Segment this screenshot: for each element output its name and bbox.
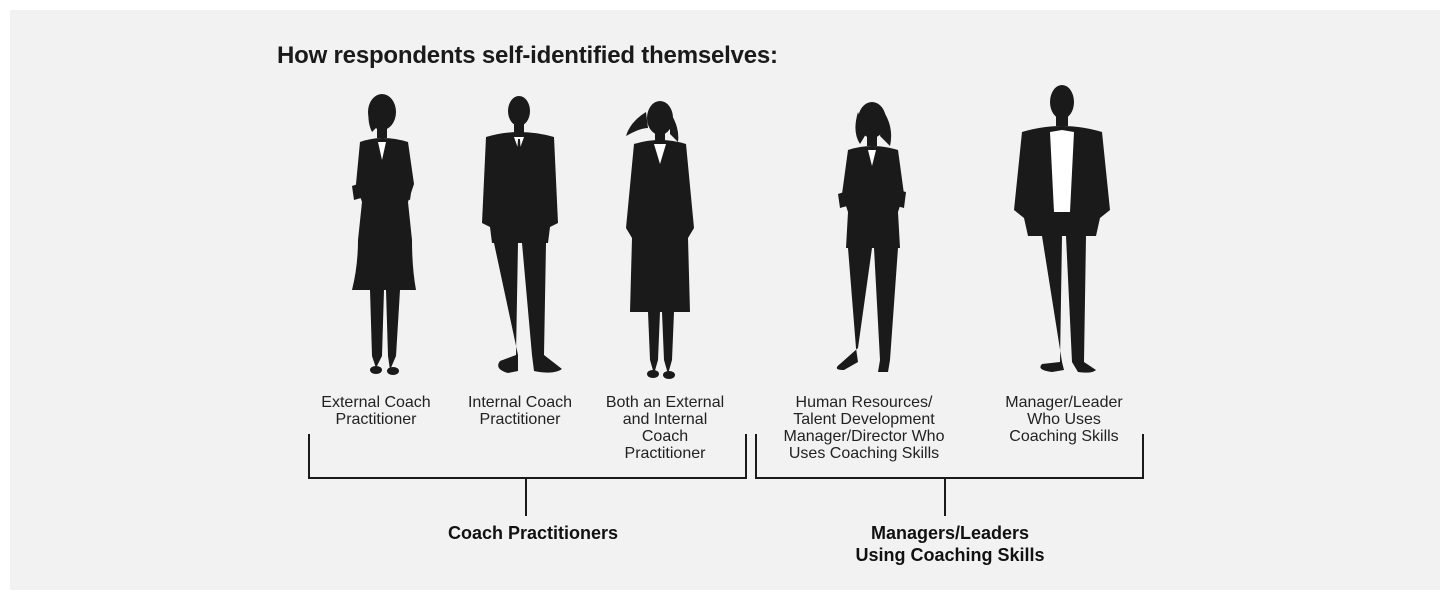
manager-leader-silhouette-icon	[1012, 82, 1112, 380]
group-label-line: Using Coaching Skills	[855, 545, 1045, 565]
group-label-line: Coach Practitioners	[447, 523, 619, 543]
caption-line: Coach	[641, 428, 689, 445]
caption-line: Talent Development	[793, 411, 935, 428]
both-external-internal-silhouette-icon	[620, 98, 700, 380]
caption-line: Uses Coaching Skills	[788, 445, 940, 462]
caption-hr-talent: Human Resources/ Talent Development Mana…	[766, 394, 962, 462]
caption-line: and Internal	[622, 411, 708, 428]
coach-practitioners-bracket	[308, 434, 747, 479]
internal-coach-silhouette-icon	[474, 93, 566, 381]
caption-line: Human Resources/	[795, 394, 933, 411]
caption-line: Practitioner	[624, 445, 706, 462]
group-label-line: Managers/Leaders	[870, 523, 1030, 543]
caption-external-coach: External Coach Practitioner	[308, 394, 444, 428]
group-label-coach-practitioners: Coach Practitioners	[400, 522, 666, 544]
caption-line: Manager/Leader	[1005, 394, 1123, 411]
caption-internal-coach: Internal Coach Practitioner	[454, 394, 586, 428]
caption-both-coach: Both an External and Internal Coach Prac…	[592, 394, 738, 462]
caption-manager-leader: Manager/Leader Who Uses Coaching Skills	[988, 394, 1140, 445]
group-label-managers-leaders: Managers/Leaders Using Coaching Skills	[800, 522, 1100, 566]
external-coach-silhouette-icon	[338, 90, 428, 380]
caption-line: Both an External	[605, 394, 725, 411]
managers-leaders-bracket	[755, 434, 1144, 479]
caption-line: Internal Coach	[467, 394, 573, 411]
caption-line: Who Uses	[1027, 411, 1101, 428]
caption-line: Practitioner	[479, 411, 561, 428]
hr-talent-development-silhouette-icon	[828, 98, 916, 378]
caption-line: Practitioner	[335, 411, 417, 428]
diagram-panel	[10, 10, 1440, 590]
caption-line: Manager/Director Who	[783, 428, 945, 445]
caption-line: External Coach	[321, 394, 431, 411]
caption-line: Coaching Skills	[1009, 428, 1119, 445]
diagram-title: How respondents self-identified themselv…	[277, 42, 778, 69]
